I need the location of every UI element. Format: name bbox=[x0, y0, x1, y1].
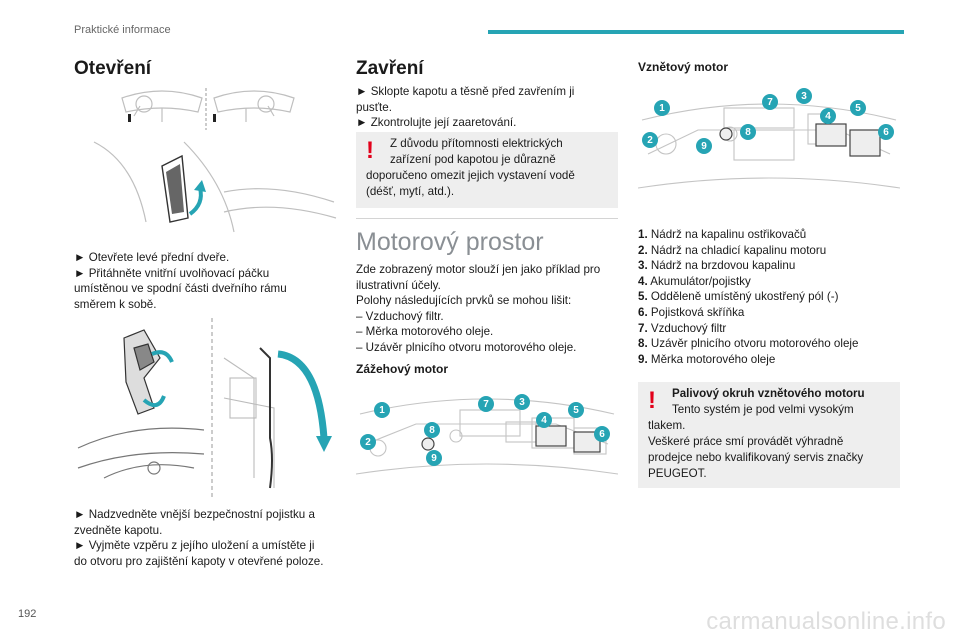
page-number: 192 bbox=[18, 608, 37, 620]
callout-1: 1 bbox=[374, 402, 390, 418]
text-line: ► Vyjměte vzpěru z jejího uložení a umís… bbox=[74, 539, 315, 553]
text-line: ► Nadzvedněte vnější bezpečnostní pojist… bbox=[74, 508, 315, 521]
text-line: doporučeno omezit jejich vystavení vodě bbox=[366, 169, 575, 182]
callout-3: 3 bbox=[514, 394, 530, 410]
text-line: – Vzduchový filtr. bbox=[356, 309, 444, 323]
text-line: ► Otevřete levé přední dveře. bbox=[74, 251, 230, 264]
callout-4: 4 bbox=[820, 108, 836, 124]
callout-7: 7 bbox=[762, 94, 778, 110]
callout-5: 5 bbox=[568, 402, 584, 418]
petrol-engine-heading: Zážehový motor bbox=[356, 362, 449, 376]
water-warning-box: ! Z důvodu přítomnosti elektrických zaří… bbox=[356, 132, 618, 208]
legend-item: 6. Pojistková skříňka bbox=[638, 305, 858, 321]
callout-8: 8 bbox=[424, 422, 440, 438]
callout-4: 4 bbox=[536, 412, 552, 428]
callout-8: 8 bbox=[740, 124, 756, 140]
closing-instructions: ► Sklopte kapotu a těsně před zavřením j… bbox=[356, 84, 574, 131]
legend-number: 9. bbox=[638, 352, 648, 366]
diesel-engine-heading: Vznětový motor bbox=[638, 60, 729, 74]
fuel-circuit-warning-box: ! Palivový okruh vznětového motoru Tento… bbox=[638, 382, 900, 488]
legend-number: 8. bbox=[638, 337, 648, 351]
warning-icon: ! bbox=[648, 387, 656, 414]
legend-item: 5. Odděleně umístěný ukostřený pól (-) bbox=[638, 289, 858, 305]
text-line: Z důvodu přítomnosti elektrických bbox=[390, 137, 563, 150]
text-line: umístěnou ve spodní části dveřního rámu bbox=[74, 282, 287, 296]
legend-item: 7. Vzduchový filtr bbox=[638, 321, 858, 337]
warning-title: Palivový okruh vznětového motoru bbox=[672, 387, 865, 400]
engine-compartment-heading: Motorový prostor bbox=[356, 228, 544, 256]
engine-drawing bbox=[637, 103, 901, 189]
legend-number: 6. bbox=[638, 305, 648, 319]
legend-number: 4. bbox=[638, 274, 648, 288]
opening-instructions-2: ► Nadzvedněte vnější bezpečnostní pojist… bbox=[74, 507, 323, 569]
legend-text: Nádrž na kapalinu ostřikovačů bbox=[650, 228, 807, 241]
section-divider bbox=[356, 218, 618, 219]
text-line: ► Přitáhněte vnitřní uvolňovací páčku bbox=[74, 266, 270, 280]
legend-number: 5. bbox=[638, 290, 648, 304]
callout-2: 2 bbox=[642, 132, 658, 148]
legend-text: Uzávěr plnicího otvoru motorového oleje bbox=[650, 337, 859, 351]
callout-9: 9 bbox=[426, 450, 442, 466]
text-line: tlakem. bbox=[648, 419, 686, 432]
legend-number: 2. bbox=[638, 243, 648, 257]
legend-item: 8. Uzávěr plnicího otvoru motorového ole… bbox=[638, 336, 858, 352]
watermark: carmanualsonline.info bbox=[706, 608, 946, 635]
text-line: PEUGEOT. bbox=[648, 467, 707, 480]
opening-instructions-1: ► Otevřete levé přední dveře. ► Přitáhně… bbox=[74, 250, 287, 312]
legend-text: Vzduchový filtr bbox=[650, 321, 727, 335]
callout-9: 9 bbox=[696, 138, 712, 154]
legend-item: 3. Nádrž na brzdovou kapalinu bbox=[638, 258, 858, 274]
text-line: ► Sklopte kapotu a těsně před zavřením j… bbox=[356, 85, 575, 98]
petrol-engine-illustration: 1 2 3 4 5 6 7 8 9 bbox=[355, 384, 619, 488]
legend-item: 4. Akumulátor/pojistky bbox=[638, 274, 858, 290]
callout-5: 5 bbox=[850, 100, 866, 116]
callout-3: 3 bbox=[796, 88, 812, 104]
text-line: pusťte. bbox=[356, 100, 392, 114]
header-accent-bar bbox=[488, 30, 904, 34]
callout-1: 1 bbox=[654, 100, 670, 116]
legend-number: 7. bbox=[638, 321, 648, 335]
text-line: Tento systém je pod velmi vysokým bbox=[672, 403, 854, 416]
engine-intro-text: Zde zobrazený motor slouží jen jako přík… bbox=[356, 262, 600, 356]
closing-heading: Zavření bbox=[356, 58, 424, 79]
text-line: do otvoru pro zajištění kapoty v otevřen… bbox=[74, 554, 324, 568]
section-label: Praktické informace bbox=[74, 24, 171, 36]
legend-text: Nádrž na chladicí kapalinu motoru bbox=[650, 243, 827, 257]
legend-item: 2. Nádrž na chladicí kapalinu motoru bbox=[638, 243, 858, 259]
engine-legend: 1. Nádrž na kapalinu ostřikovačů 2. Nádr… bbox=[638, 227, 858, 367]
text-line: Veškeré práce smí provádět výhradně bbox=[648, 435, 844, 448]
warning-icon: ! bbox=[366, 137, 374, 164]
text-line: směrem k sobě. bbox=[74, 297, 157, 311]
legend-item: 9. Měrka motorového oleje bbox=[638, 352, 858, 368]
legend-number: 1. bbox=[638, 228, 648, 241]
release-lever-illustration bbox=[93, 88, 337, 233]
text-line: (déšť, mytí, atd.). bbox=[366, 185, 455, 198]
callout-7: 7 bbox=[478, 396, 494, 412]
opening-heading: Otevření bbox=[74, 58, 152, 79]
callout-2: 2 bbox=[360, 434, 376, 450]
legend-text: Pojistková skříňka bbox=[650, 305, 745, 319]
legend-text: Nádrž na brzdovou kapalinu bbox=[650, 259, 796, 273]
callout-6: 6 bbox=[878, 124, 894, 140]
legend-text: Měrka motorového oleje bbox=[650, 352, 776, 366]
legend-item: 1. Nádrž na kapalinu ostřikovačů bbox=[638, 227, 858, 243]
text-line: – Měrka motorového oleje. bbox=[356, 325, 494, 339]
legend-number: 3. bbox=[638, 259, 648, 273]
text-line: Zde zobrazený motor slouží jen jako přík… bbox=[356, 263, 601, 276]
legend-text: Akumulátor/pojistky bbox=[650, 274, 751, 288]
text-line: zvedněte kapotu. bbox=[74, 523, 163, 537]
text-line: ► Zkontrolujte její zaaretování. bbox=[356, 116, 517, 130]
callout-6: 6 bbox=[594, 426, 610, 442]
text-line: zařízení pod kapotou je důrazně bbox=[390, 153, 556, 166]
safety-catch-illustration bbox=[74, 318, 338, 500]
text-line: – Uzávěr plnicího otvoru motorového olej… bbox=[356, 340, 577, 354]
text-line: ilustrativní účely. bbox=[356, 278, 441, 292]
legend-text: Odděleně umístěný ukostřený pól (-) bbox=[650, 290, 839, 304]
text-line: Polohy následujících prvků se mohou liši… bbox=[356, 294, 572, 308]
text-line: prodejce nebo kvalifikovaný servis značk… bbox=[648, 451, 864, 464]
diesel-engine-illustration: 1 2 3 4 5 6 7 8 9 bbox=[637, 84, 901, 208]
